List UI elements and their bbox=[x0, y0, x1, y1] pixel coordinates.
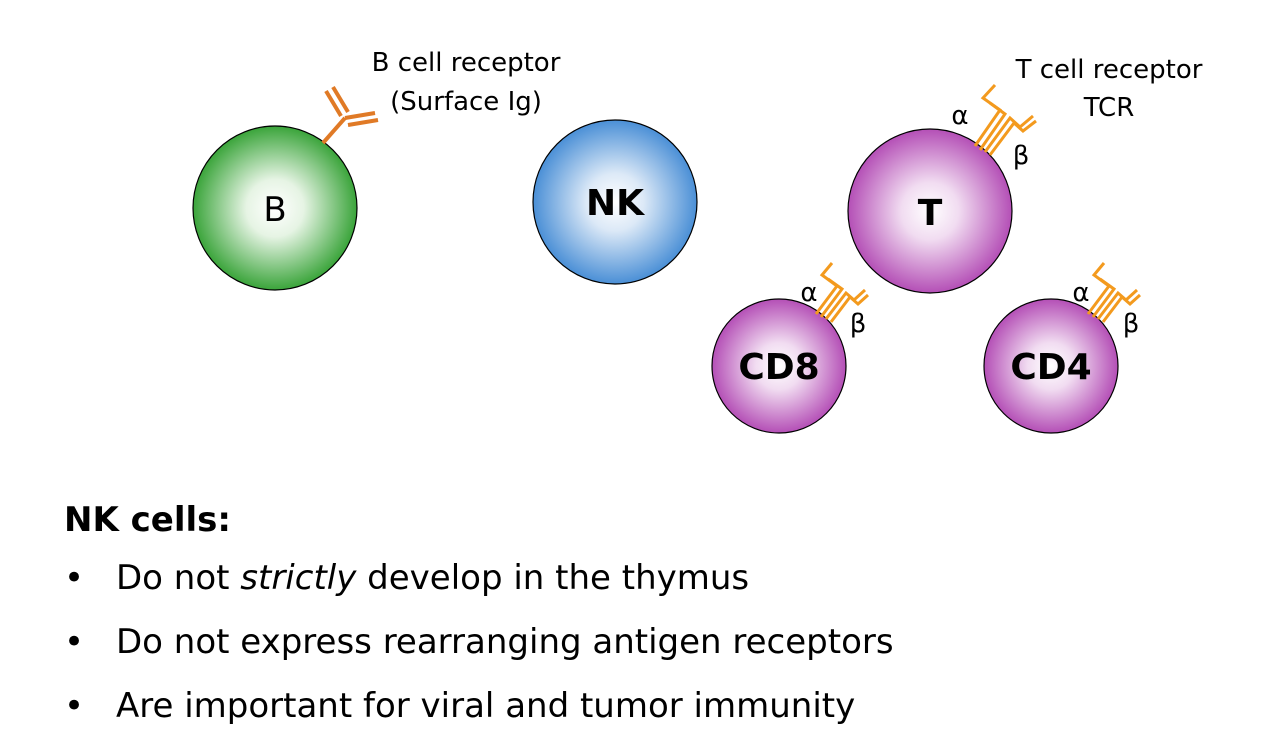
tcr-label-line1: T cell receptor bbox=[1015, 55, 1203, 85]
tcr-alpha-label: α bbox=[951, 101, 968, 131]
b-cell-receptor-icon bbox=[321, 85, 379, 145]
list-item-text: Do not bbox=[116, 558, 241, 598]
bcr-label-line1: B cell receptor bbox=[372, 48, 561, 78]
list-item-text-tail: develop in the thymus bbox=[356, 558, 750, 598]
t-cell: T bbox=[847, 128, 1013, 294]
bcr-label-line2: (Surface Ig) bbox=[390, 87, 542, 117]
nk-cell-label: NK bbox=[586, 183, 645, 224]
list-item-emphasis: strictly bbox=[240, 558, 357, 598]
b-cell-circle bbox=[192, 125, 358, 291]
bullet-marker: • bbox=[64, 686, 85, 726]
cd4-receptor-icon bbox=[1086, 262, 1142, 323]
b-cell-label: B bbox=[263, 190, 286, 230]
cd8-receptor-icon bbox=[814, 262, 870, 323]
t-cell-circle bbox=[847, 128, 1013, 294]
cd8-beta-label: β bbox=[850, 309, 867, 339]
cd4-cell-label: CD4 bbox=[1010, 347, 1091, 388]
list-item-text: Do not express rearranging antigen recep… bbox=[116, 622, 894, 662]
bullet-marker: • bbox=[64, 558, 85, 598]
cd4-alpha-label: α bbox=[1072, 278, 1089, 308]
cd4-cell: CD4 bbox=[983, 298, 1119, 434]
cd8-cell: CD8 bbox=[711, 298, 847, 434]
cd8-alpha-label: α bbox=[800, 278, 817, 308]
bullet-marker: • bbox=[64, 622, 85, 662]
list-item: • Do not express rearranging antigen rec… bbox=[64, 622, 1214, 686]
cd8-cell-circle bbox=[711, 298, 847, 434]
cd4-beta-label: β bbox=[1123, 309, 1140, 339]
cell-diagram: B B cell receptor (Surface Ig) NK T α β … bbox=[192, 48, 1203, 434]
tcr-beta-label: β bbox=[1013, 141, 1030, 171]
list-item: • Do not strictly develop in the thymus bbox=[64, 558, 1214, 622]
t-cell-label: T bbox=[918, 193, 943, 234]
nk-cell-circle bbox=[532, 119, 698, 285]
list-item: • Are important for viral and tumor immu… bbox=[64, 686, 1214, 750]
notes-title: NK cells: bbox=[64, 500, 231, 540]
list-item-text: Are important for viral and tumor immuni… bbox=[116, 686, 856, 726]
b-cell: B bbox=[192, 125, 358, 291]
notes-list: • Do not strictly develop in the thymus … bbox=[64, 558, 1214, 750]
tcr-receptor-icon bbox=[973, 83, 1037, 156]
nk-cells-notes: NK cells: • Do not strictly develop in t… bbox=[64, 500, 1214, 750]
cd8-cell-label: CD8 bbox=[738, 347, 819, 388]
nk-cell: NK bbox=[532, 119, 698, 285]
cd4-cell-circle bbox=[983, 298, 1119, 434]
tcr-label-line2: TCR bbox=[1083, 93, 1135, 123]
